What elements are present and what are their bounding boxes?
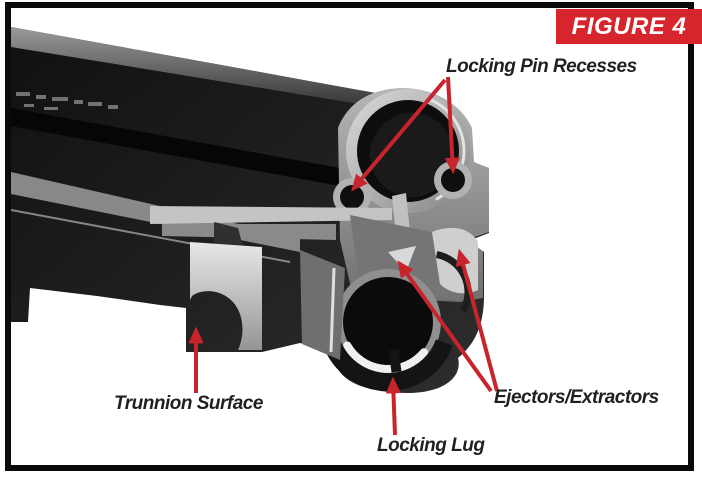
barrel-seam-shadow	[11, 108, 340, 186]
label-locking-pin-recesses: Locking Pin Recesses	[446, 56, 637, 77]
jointing-rail-upper	[150, 206, 392, 224]
bottom-barrel-bore	[335, 269, 441, 375]
proof-marks	[16, 92, 118, 110]
arrow-ejector-1	[397, 260, 493, 393]
barrel-top-sheen	[11, 27, 420, 114]
arrow-locking-lug	[385, 376, 402, 436]
arrow-recess-left	[351, 78, 447, 192]
figure-badge: FIGURE 4	[556, 9, 702, 44]
arrow-ejector-2	[455, 248, 499, 392]
label-trunnion-surface: Trunnion Surface	[114, 393, 263, 414]
trunnion-bracket	[190, 242, 262, 350]
label-locking-lug: Locking Lug	[377, 435, 485, 456]
chamber-side	[300, 250, 345, 360]
barrel-photo-illustration	[11, 27, 489, 393]
chamber-edge-glint	[329, 267, 336, 353]
callout-arrows	[188, 76, 499, 436]
arrow-recess-right	[444, 76, 460, 175]
jointing-rail-lower	[162, 224, 336, 240]
label-ejectors-extractors: Ejectors/Extractors	[494, 387, 659, 408]
